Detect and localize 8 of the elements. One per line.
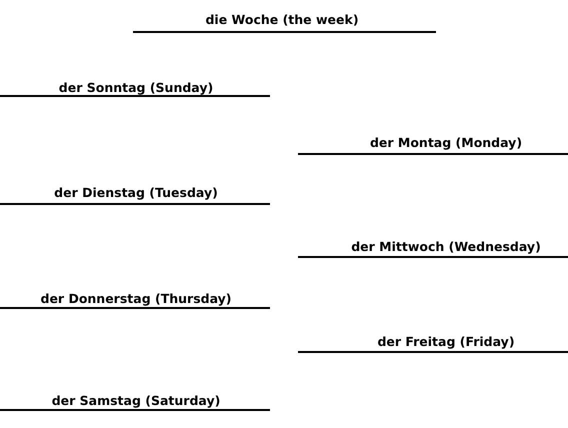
word-label: der Mittwoch (Wednesday) — [351, 239, 541, 254]
word-label: der Sonntag (Sunday) — [58, 80, 214, 95]
word-label: der Donnerstag (Thursday) — [40, 291, 232, 306]
word-label: der Dienstag (Tuesday) — [54, 185, 218, 200]
word-label: der Samstag (Saturday) — [52, 393, 220, 408]
word-label: der Montag (Monday) — [370, 135, 522, 150]
worksheet-title: die Woche (the week) — [205, 12, 359, 27]
word-label: der Freitag (Friday) — [377, 334, 515, 349]
